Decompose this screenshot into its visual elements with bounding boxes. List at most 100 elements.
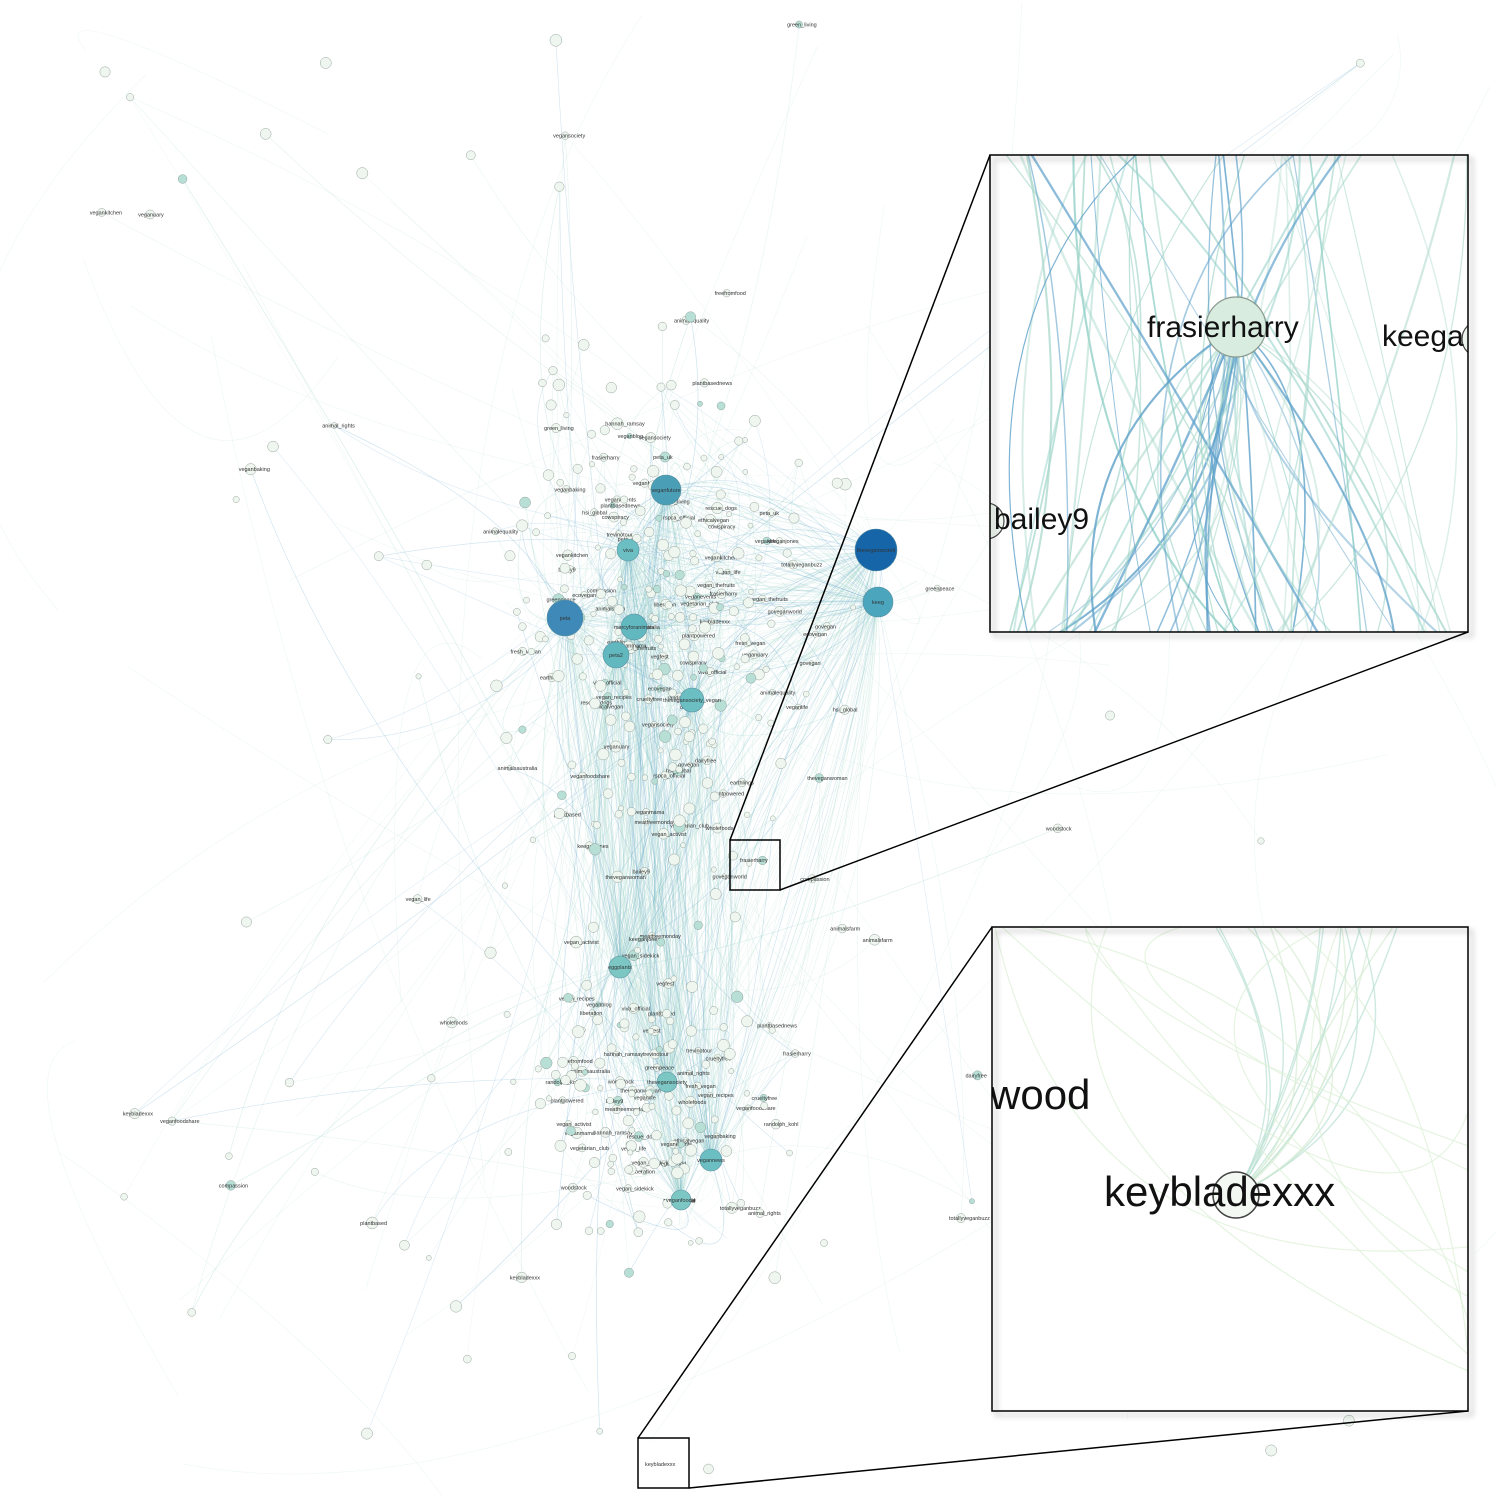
- graph-node[interactable]: [583, 635, 594, 646]
- graph-node[interactable]: [656, 938, 666, 947]
- graph-node[interactable]: [532, 528, 540, 537]
- graph-node[interactable]: [604, 605, 611, 612]
- graph-node[interactable]: [596, 1428, 603, 1435]
- graph-node[interactable]: [622, 1115, 634, 1127]
- graph-node[interactable]: [595, 483, 606, 494]
- graph-node[interactable]: [606, 1097, 614, 1105]
- graph-node[interactable]: [667, 714, 678, 726]
- graph-node[interactable]: [590, 508, 599, 517]
- graph-node[interactable]: [633, 1210, 646, 1223]
- graph-node[interactable]: [449, 1300, 463, 1313]
- graph-node[interactable]: [548, 366, 558, 376]
- graph-node[interactable]: [621, 583, 628, 591]
- graph-node[interactable]: [811, 630, 819, 638]
- graph-node[interactable]: [802, 690, 810, 698]
- zoom-node-frasierharry[interactable]: [1205, 296, 1267, 358]
- graph-node[interactable]: [731, 990, 744, 1003]
- graph-node[interactable]: [513, 608, 521, 616]
- graph-node[interactable]: [574, 1079, 587, 1092]
- graph-node[interactable]: [669, 748, 682, 762]
- graph-node[interactable]: [534, 1098, 546, 1110]
- graph-node[interactable]: [674, 584, 687, 597]
- graph-node[interactable]: [621, 711, 631, 721]
- graph-node[interactable]: [658, 643, 664, 650]
- graph-node[interactable]: [770, 815, 776, 822]
- graph-node[interactable]: [788, 512, 800, 524]
- graph-node[interactable]: [399, 1240, 410, 1251]
- graph-node[interactable]: [587, 921, 599, 933]
- graph-node[interactable]: [694, 1047, 702, 1054]
- graph-node[interactable]: [626, 433, 633, 439]
- graph-node[interactable]: [668, 853, 681, 866]
- graph-node[interactable]: [711, 502, 724, 514]
- graph-node[interactable]: [553, 807, 565, 820]
- graph-node[interactable]: [607, 1160, 614, 1168]
- graph-node[interactable]: [1355, 58, 1365, 68]
- graph-node[interactable]: [680, 517, 692, 529]
- graph-node[interactable]: [700, 454, 708, 462]
- graph-node[interactable]: [794, 703, 802, 711]
- graph-node[interactable]: [635, 505, 646, 517]
- graph-node[interactable]: [572, 1025, 585, 1038]
- graph-node[interactable]: [556, 478, 565, 487]
- graph-node[interactable]: [620, 495, 628, 504]
- graph-node[interactable]: [623, 720, 636, 733]
- graph-node[interactable]: [529, 836, 536, 843]
- graph-node[interactable]: [641, 774, 648, 781]
- graph-node[interactable]: [421, 559, 432, 571]
- graph-node[interactable]: [814, 773, 824, 783]
- graph-node[interactable]: [734, 436, 744, 446]
- graph-node[interactable]: [808, 660, 815, 666]
- hub-node[interactable]: [608, 955, 632, 979]
- graph-node[interactable]: [680, 842, 686, 849]
- graph-node[interactable]: [670, 975, 678, 983]
- graph-node[interactable]: [775, 757, 787, 769]
- graph-node[interactable]: [672, 1147, 680, 1155]
- graph-node[interactable]: [651, 1130, 662, 1141]
- graph-node[interactable]: [550, 1070, 561, 1080]
- graph-node[interactable]: [648, 1157, 660, 1169]
- graph-node[interactable]: [241, 916, 252, 928]
- graph-node[interactable]: [527, 648, 535, 655]
- graph-node[interactable]: [714, 699, 727, 712]
- graph-node[interactable]: [675, 765, 683, 773]
- graph-node[interactable]: [712, 822, 723, 834]
- graph-node[interactable]: [746, 860, 753, 867]
- graph-node[interactable]: [723, 1048, 736, 1060]
- graph-node[interactable]: [643, 818, 650, 826]
- graph-node[interactable]: [690, 673, 697, 681]
- graph-node[interactable]: [554, 181, 565, 192]
- graph-node[interactable]: [708, 737, 716, 746]
- graph-node[interactable]: [1343, 1414, 1355, 1427]
- hub-node[interactable]: [620, 613, 648, 641]
- graph-node[interactable]: [596, 589, 606, 599]
- graph-node[interactable]: [578, 771, 587, 780]
- graph-node[interactable]: [708, 618, 715, 625]
- graph-node[interactable]: [795, 20, 803, 29]
- graph-node[interactable]: [561, 131, 570, 140]
- graph-node[interactable]: [624, 1165, 633, 1174]
- zoom-node-bailey9[interactable]: [968, 502, 1005, 540]
- graph-node[interactable]: [704, 580, 714, 590]
- graph-node[interactable]: [546, 1095, 552, 1102]
- graph-node[interactable]: [677, 1141, 685, 1148]
- graph-node[interactable]: [518, 622, 527, 631]
- graph-node[interactable]: [695, 1121, 707, 1133]
- hub-node[interactable]: [679, 687, 705, 713]
- graph-node[interactable]: [868, 934, 881, 946]
- graph-node[interactable]: [687, 650, 700, 663]
- graph-node[interactable]: [683, 462, 691, 471]
- graph-node[interactable]: [782, 548, 792, 558]
- graph-node[interactable]: [678, 638, 691, 651]
- graph-node[interactable]: [593, 821, 601, 829]
- graph-node[interactable]: [504, 550, 516, 562]
- graph-node[interactable]: [320, 57, 332, 69]
- graph-node[interactable]: [674, 612, 686, 623]
- graph-node[interactable]: [323, 735, 333, 744]
- graph-node[interactable]: [612, 1050, 619, 1058]
- graph-node[interactable]: [600, 702, 609, 711]
- graph-node[interactable]: [663, 978, 674, 989]
- zoom-node-keybladexxx[interactable]: [1212, 1171, 1260, 1219]
- graph-node[interactable]: [603, 788, 614, 799]
- graph-node[interactable]: [762, 536, 771, 545]
